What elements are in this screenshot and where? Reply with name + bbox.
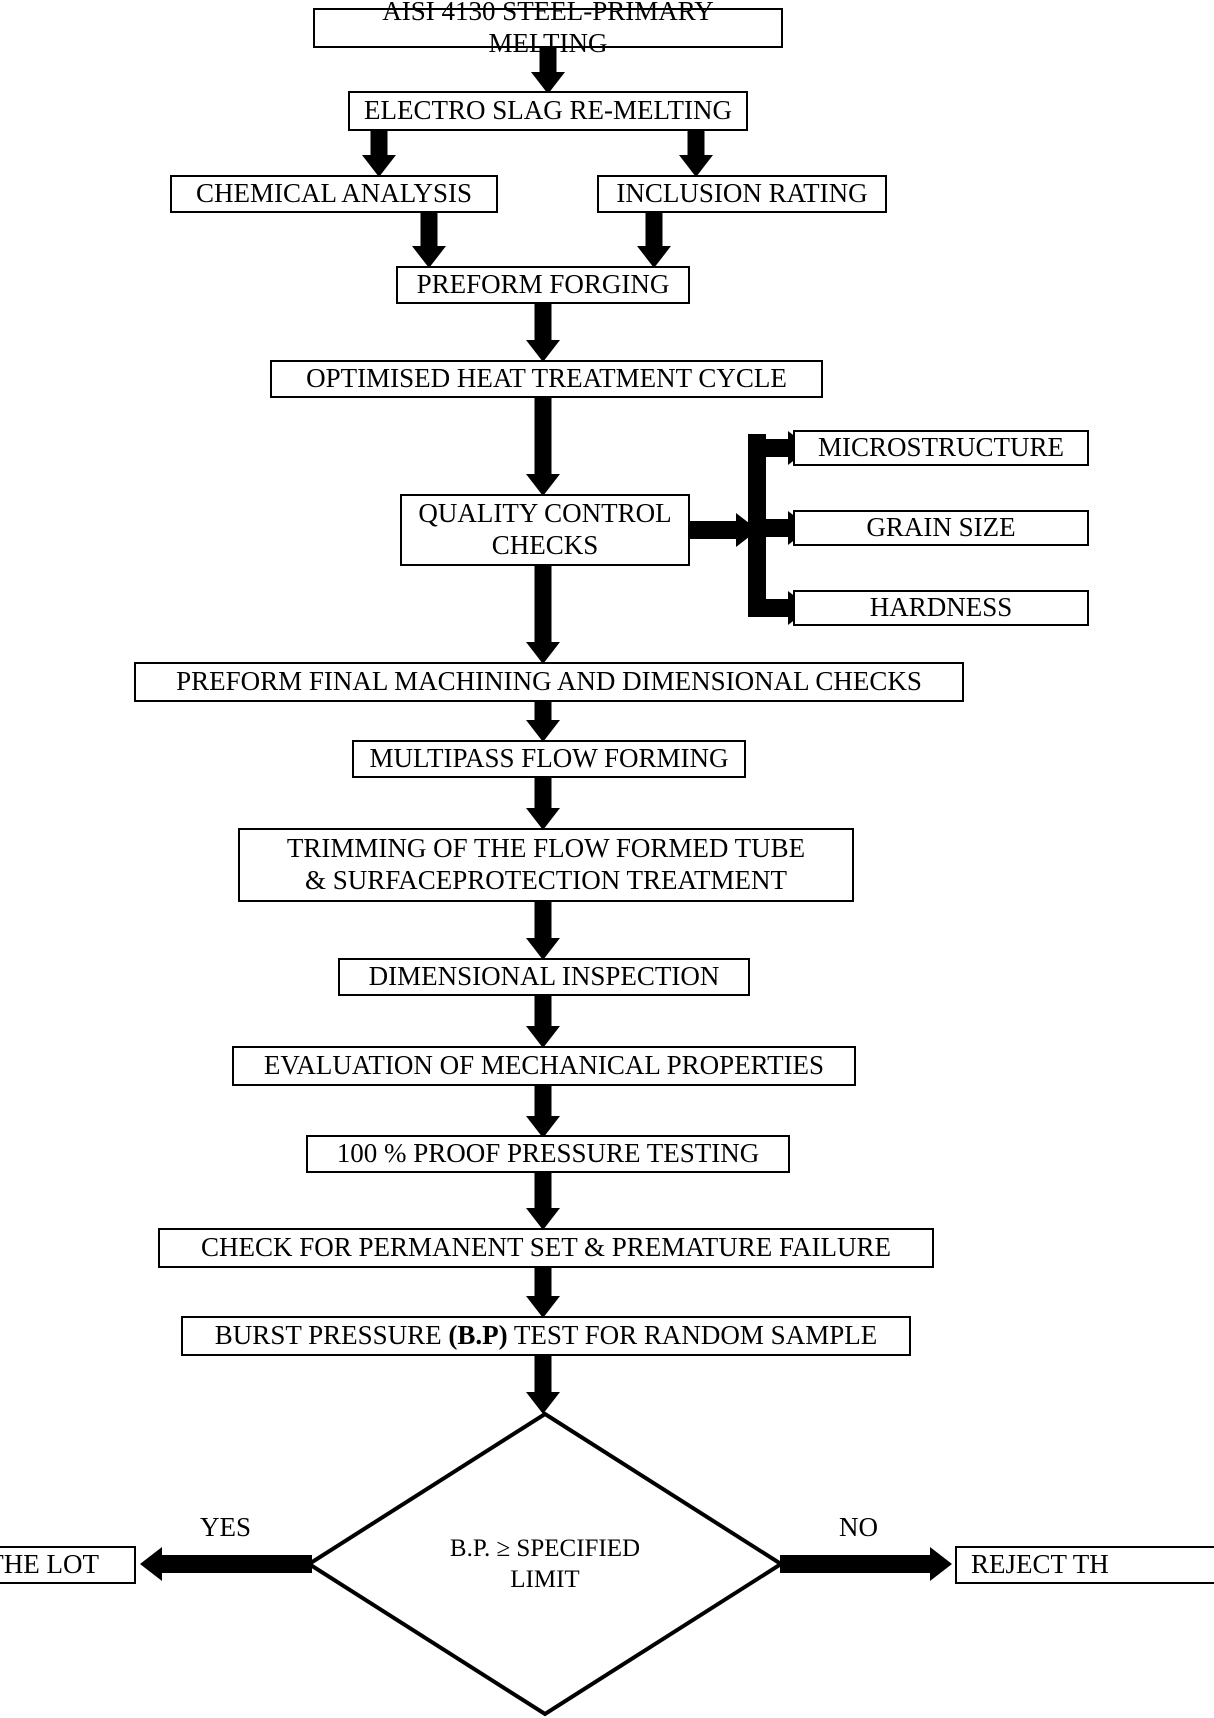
node-multipass-flow-forming[interactable]: MULTIPASS FLOW FORMING <box>352 740 746 778</box>
arrow-esr-to-inclusion-rating <box>676 131 716 177</box>
node-electro-slag-remelting-label: ELECTRO SLAG RE-MELTING <box>364 95 732 126</box>
arrow-flow-forming-to-trimming <box>523 778 563 830</box>
decision-burst-pressure-vs-limit[interactable]: B.P. ≥ SPECIFIED LIMIT <box>305 1411 785 1717</box>
node-accept-the-lot-label: T THE LOT <box>0 1549 99 1580</box>
node-preform-forging[interactable]: PREFORM FORGING <box>396 266 690 304</box>
node-electro-slag-remelting[interactable]: ELECTRO SLAG RE-MELTING <box>348 91 748 131</box>
node-heat-treatment-cycle-label: OPTIMISED HEAT TREATMENT CYCLE <box>306 363 787 394</box>
node-reject-the-lot[interactable]: REJECT TH <box>955 1546 1214 1584</box>
node-burst-pressure-test[interactable]: BURST PRESSURE (B.P) TEST FOR RANDOM SAM… <box>181 1316 911 1356</box>
node-microstructure[interactable]: MICROSTRUCTURE <box>793 430 1089 466</box>
node-inclusion-rating-label: INCLUSION RATING <box>616 178 868 209</box>
node-permanent-set-check-label: CHECK FOR PERMANENT SET & PREMATURE FAIL… <box>200 1232 892 1263</box>
arrow-permanent-set-to-burst-pressure <box>523 1268 563 1318</box>
node-primary-melting[interactable]: AISI 4130 STEEL-PRIMARY MELTING <box>313 0 783 58</box>
node-grain-size[interactable]: GRAIN SIZE <box>793 510 1089 546</box>
node-proof-pressure-testing-label: 100 % PROOF PRESSURE TESTING <box>336 1138 760 1169</box>
arrow-quality-control-to-final-machining <box>523 566 563 664</box>
arrow-decision-yes-to-accept-lot <box>140 1546 312 1582</box>
node-final-machining[interactable]: PREFORM FINAL MACHINING AND DIMENSIONAL … <box>134 662 964 702</box>
node-dimensional-inspection-label: DIMENSIONAL INSPECTION <box>368 961 720 992</box>
burst-pressure-prefix: BURST PRESSURE <box>214 1320 449 1351</box>
node-inclusion-rating[interactable]: INCLUSION RATING <box>597 175 887 213</box>
node-grain-size-label: GRAIN SIZE <box>866 512 1016 543</box>
node-reject-the-lot-label: REJECT TH <box>971 1549 1109 1580</box>
node-microstructure-label: MICROSTRUCTURE <box>817 432 1065 463</box>
burst-pressure-bold-abbrev: (B.P) <box>448 1320 508 1351</box>
decision-diamond-shape <box>305 1411 785 1717</box>
node-quality-control-checks-label: QUALITY CONTROL CHECKS <box>418 498 672 560</box>
arrow-decision-no-to-reject-lot <box>780 1546 952 1582</box>
node-accept-the-lot[interactable]: T THE LOT <box>0 1546 136 1584</box>
node-trimming-surface-protection[interactable]: TRIMMING OF THE FLOW FORMED TUBE & SURFA… <box>238 828 854 902</box>
node-trimming-surface-protection-label: TRIMMING OF THE FLOW FORMED TUBE & SURFA… <box>286 833 806 895</box>
arrow-chemical-analysis-to-preform-forging <box>409 213 449 268</box>
edge-label-yes: YES <box>200 1512 252 1542</box>
burst-pressure-suffix: TEST FOR RANDOM SAMPLE <box>507 1320 878 1351</box>
node-multipass-flow-forming-label: MULTIPASS FLOW FORMING <box>369 743 729 774</box>
arrow-heat-treatment-to-quality-control <box>523 398 563 496</box>
node-burst-pressure-test-label: BURST PRESSURE (B.P) TEST FOR RANDOM SAM… <box>183 1320 909 1352</box>
arrow-trimming-to-dimensional-inspection <box>523 902 563 960</box>
node-permanent-set-check[interactable]: CHECK FOR PERMANENT SET & PREMATURE FAIL… <box>158 1228 934 1268</box>
arrow-dimensional-inspection-to-mechanical-properties <box>523 996 563 1048</box>
arrow-mechanical-properties-to-proof-pressure <box>523 1086 563 1138</box>
node-proof-pressure-testing[interactable]: 100 % PROOF PRESSURE TESTING <box>306 1135 790 1173</box>
node-mechanical-properties[interactable]: EVALUATION OF MECHANICAL PROPERTIES <box>232 1046 856 1086</box>
node-primary-melting-label: AISI 4130 STEEL-PRIMARY MELTING <box>382 0 714 58</box>
node-preform-forging-label: PREFORM FORGING <box>416 269 670 300</box>
arrow-esr-to-chemical-analysis <box>359 131 399 177</box>
node-chemical-analysis[interactable]: CHEMICAL ANALYSIS <box>170 175 498 213</box>
arrow-inclusion-rating-to-preform-forging <box>634 213 674 268</box>
arrow-proof-pressure-to-permanent-set <box>523 1173 563 1230</box>
node-mechanical-properties-label: EVALUATION OF MECHANICAL PROPERTIES <box>263 1050 825 1081</box>
node-final-machining-label: PREFORM FINAL MACHINING AND DIMENSIONAL … <box>176 666 922 697</box>
arrow-primary-melting-to-esr <box>528 48 568 94</box>
node-hardness[interactable]: HARDNESS <box>793 590 1089 626</box>
arrow-preform-forging-to-heat-treatment <box>523 304 563 362</box>
arrow-burst-pressure-to-decision <box>523 1356 563 1414</box>
node-hardness-label: HARDNESS <box>869 592 1013 623</box>
edge-label-no: NO <box>839 1512 878 1542</box>
node-heat-treatment-cycle[interactable]: OPTIMISED HEAT TREATMENT CYCLE <box>270 360 823 398</box>
node-dimensional-inspection[interactable]: DIMENSIONAL INSPECTION <box>338 958 750 996</box>
arrow-final-machining-to-flow-forming <box>523 702 563 742</box>
node-chemical-analysis-label: CHEMICAL ANALYSIS <box>195 178 473 209</box>
node-quality-control-checks[interactable]: QUALITY CONTROL CHECKS <box>400 494 690 566</box>
